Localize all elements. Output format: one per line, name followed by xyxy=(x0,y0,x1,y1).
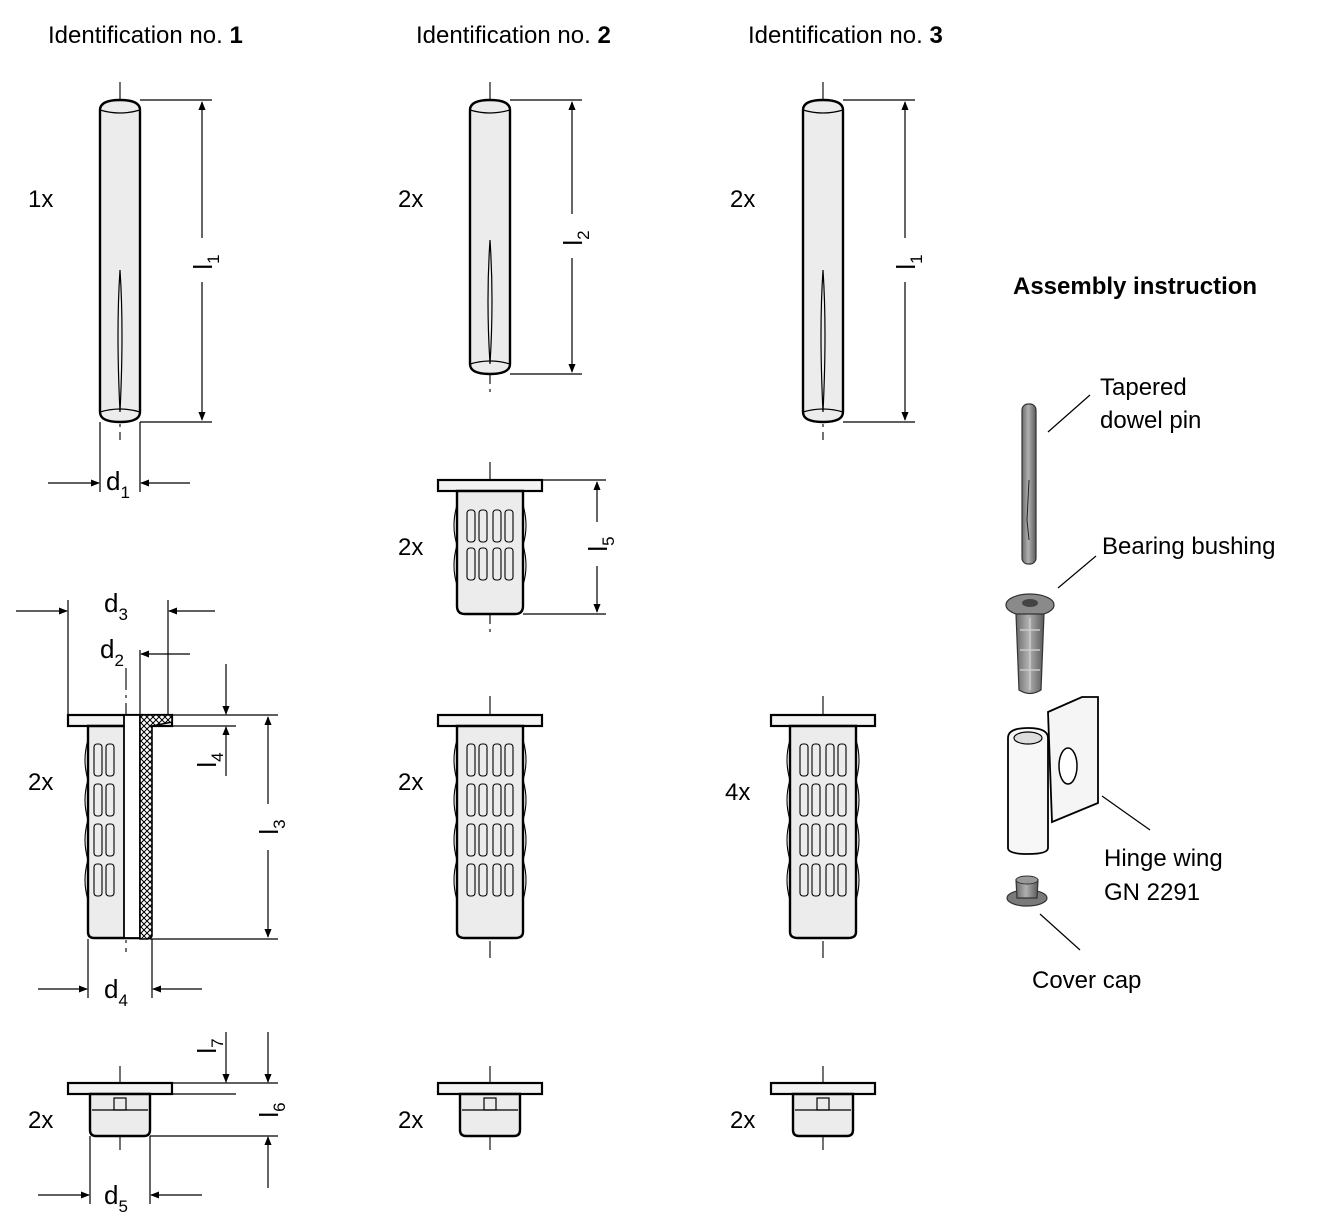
dim-d2: d2 xyxy=(100,634,190,715)
qty-cap-3: 2x xyxy=(730,1107,755,1134)
leader-cover-cap xyxy=(1039,913,1081,951)
dim-d1-label: d1 xyxy=(106,466,130,502)
dim-l1-pin3: l1 xyxy=(843,99,926,423)
dim-l4-l3: l4 l3 xyxy=(150,664,289,940)
dim-d4: d4 xyxy=(38,939,202,1010)
qty-pin-2: 2x xyxy=(398,186,423,213)
dim-d4-label: d4 xyxy=(104,974,128,1010)
qty-cap-2: 2x xyxy=(398,1107,423,1134)
bearing-bushing-short xyxy=(436,462,544,632)
qty-pin-1: 1x xyxy=(28,186,53,213)
dim-l1b-label: l1 xyxy=(891,254,926,269)
header-id-2: Identification no. 2 xyxy=(416,22,611,49)
dim-l3-label: l3 xyxy=(254,819,289,834)
dim-l7-label: l7 xyxy=(192,1038,227,1053)
dim-d5-label: d5 xyxy=(104,1180,128,1216)
assembly-cover-cap xyxy=(1006,875,1048,907)
dim-l2-label: l2 xyxy=(558,230,593,245)
dim-l2: l2 xyxy=(510,99,593,375)
dim-l5: l5 xyxy=(523,479,618,615)
dowel-pin-3 xyxy=(801,82,845,440)
label-dowel-pin: dowel pin xyxy=(1100,407,1201,434)
dim-l7-l6: l7 l6 xyxy=(150,1032,289,1188)
leader-dowel-pin xyxy=(1047,394,1091,433)
qty-bushing-short: 2x xyxy=(398,534,423,561)
assembly-hinge-wing xyxy=(1007,696,1099,855)
dim-l6-label: l6 xyxy=(254,1102,289,1117)
dowel-pin-2 xyxy=(468,82,512,392)
header-id-3: Identification no. 3 xyxy=(748,22,943,49)
qty-bushing-1: 2x xyxy=(28,769,53,796)
dim-d5: d5 xyxy=(38,1136,202,1216)
qty-pin-3: 2x xyxy=(730,186,755,213)
dim-l4-label: l4 xyxy=(192,752,227,767)
label-bearing-bushing: Bearing bushing xyxy=(1102,533,1275,560)
bearing-bushing-1 xyxy=(66,668,174,952)
cover-cap-2 xyxy=(436,1066,544,1150)
label-cover-cap: Cover cap xyxy=(1032,967,1141,994)
label-tapered: Tapered xyxy=(1100,374,1187,401)
header-id-1: Identification no. 1 xyxy=(48,22,243,49)
leader-bushing xyxy=(1057,555,1097,589)
assembly-title: Assembly instruction xyxy=(1013,273,1257,300)
qty-bushing-2: 2x xyxy=(398,769,423,796)
assembly-dowel-pin xyxy=(1021,403,1037,565)
bearing-bushing-2 xyxy=(436,696,544,958)
qty-cap-1: 2x xyxy=(28,1107,53,1134)
dim-d3: d3 xyxy=(16,588,215,715)
dim-d1: d1 xyxy=(48,422,190,502)
label-hinge-wing: Hinge wing xyxy=(1104,845,1223,872)
dim-l1-label: l1 xyxy=(188,254,223,269)
cover-cap-1 xyxy=(66,1066,174,1150)
dowel-pin-1 xyxy=(98,82,142,440)
assembly-bearing-bushing xyxy=(1005,593,1055,695)
dim-l5-label: l5 xyxy=(583,536,618,551)
dim-d2-label: d2 xyxy=(100,634,124,670)
dim-d3-label: d3 xyxy=(104,588,128,624)
label-gn-2291: GN 2291 xyxy=(1104,879,1200,906)
qty-bushing-3: 4x xyxy=(725,779,750,806)
leader-hinge xyxy=(1101,795,1151,831)
cover-cap-3 xyxy=(769,1066,877,1150)
bearing-bushing-3 xyxy=(769,696,877,958)
dim-l1-pin1: l1 xyxy=(140,99,223,423)
